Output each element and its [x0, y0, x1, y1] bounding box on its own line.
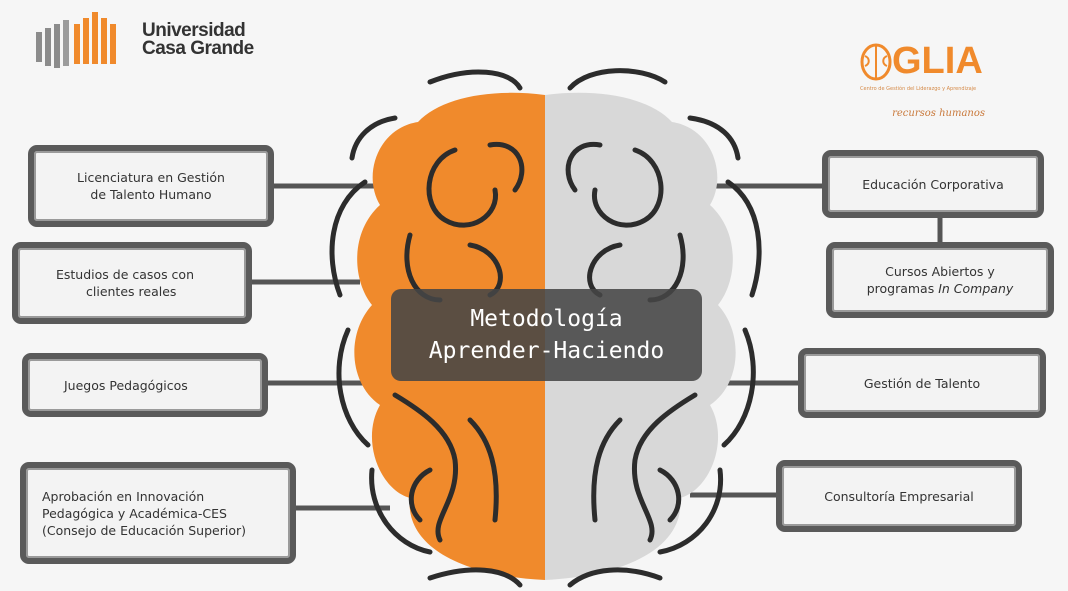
ucg-name-line1: Universidad [142, 20, 246, 41]
box-consultoria-line1: Consultoría Empresarial [824, 488, 974, 504]
box-estudios-line2: clientes reales [86, 284, 177, 299]
ucg-name-line2: Casa Grande [142, 38, 254, 59]
glia-brain-icon [860, 43, 892, 81]
glia-word: GLIA [892, 40, 983, 82]
box-cursos-abiertos: Cursos Abiertos y programas In Company [826, 242, 1054, 318]
box-gestion-de-talento: Gestión de Talento [798, 348, 1046, 418]
box-cursos-line2-italic: In Company [938, 281, 1014, 296]
box-estudios-line1: Estudios de casos con [56, 267, 194, 282]
box-cursos-line1: Cursos Abiertos y [885, 264, 995, 279]
glia-signature: recursos humanos [892, 108, 985, 119]
box-consultoria-empresarial: Consultoría Empresarial [776, 460, 1022, 532]
brain-swirls [329, 68, 762, 588]
glia-logo: GLIA Centro de Gestión del Liderazgo y A… [860, 34, 1010, 124]
universidad-casa-grande-logo: Universidad Casa Grande [30, 10, 270, 70]
box-juegos-line1: Juegos Pedagógicos [64, 377, 188, 393]
box-licenciatura-line2: de Talento Humano [90, 187, 212, 202]
box-educacion-line1: Educación Corporativa [862, 176, 1004, 192]
box-aprobacion-ces: Aprobación en Innovación Pedagógica y Ac… [20, 462, 296, 564]
box-educacion-corporativa: Educación Corporativa [822, 150, 1044, 218]
center-label-line1: Metodología [470, 306, 623, 332]
box-cursos-line2-plain: programas [866, 281, 939, 296]
center-label: Metodología Aprender-Haciendo [391, 289, 702, 381]
ucg-name: Universidad Casa Grande [142, 20, 254, 59]
box-gestion-line1: Gestión de Talento [863, 375, 981, 391]
box-estudios-de-casos: Estudios de casos con clientes reales [12, 242, 252, 324]
box-aprobacion-line3: (Consejo de Educación Superior) [42, 522, 247, 538]
glia-tagline: Centro de Gestión del Liderazgo y Aprend… [860, 86, 977, 92]
ucg-bars-icon [36, 12, 116, 68]
box-licenciatura-line1: Licenciatura en Gestión [77, 170, 225, 185]
box-licenciatura: Licenciatura en Gestión de Talento Human… [28, 145, 274, 227]
center-label-line2: Aprender-Haciendo [428, 338, 665, 364]
box-juegos-pedagogicos: Juegos Pedagógicos [22, 353, 268, 417]
box-aprobacion-line1: Aprobación en Innovación [42, 488, 205, 504]
box-aprobacion-line2: Pedagógica y Académica-CES [42, 505, 227, 521]
